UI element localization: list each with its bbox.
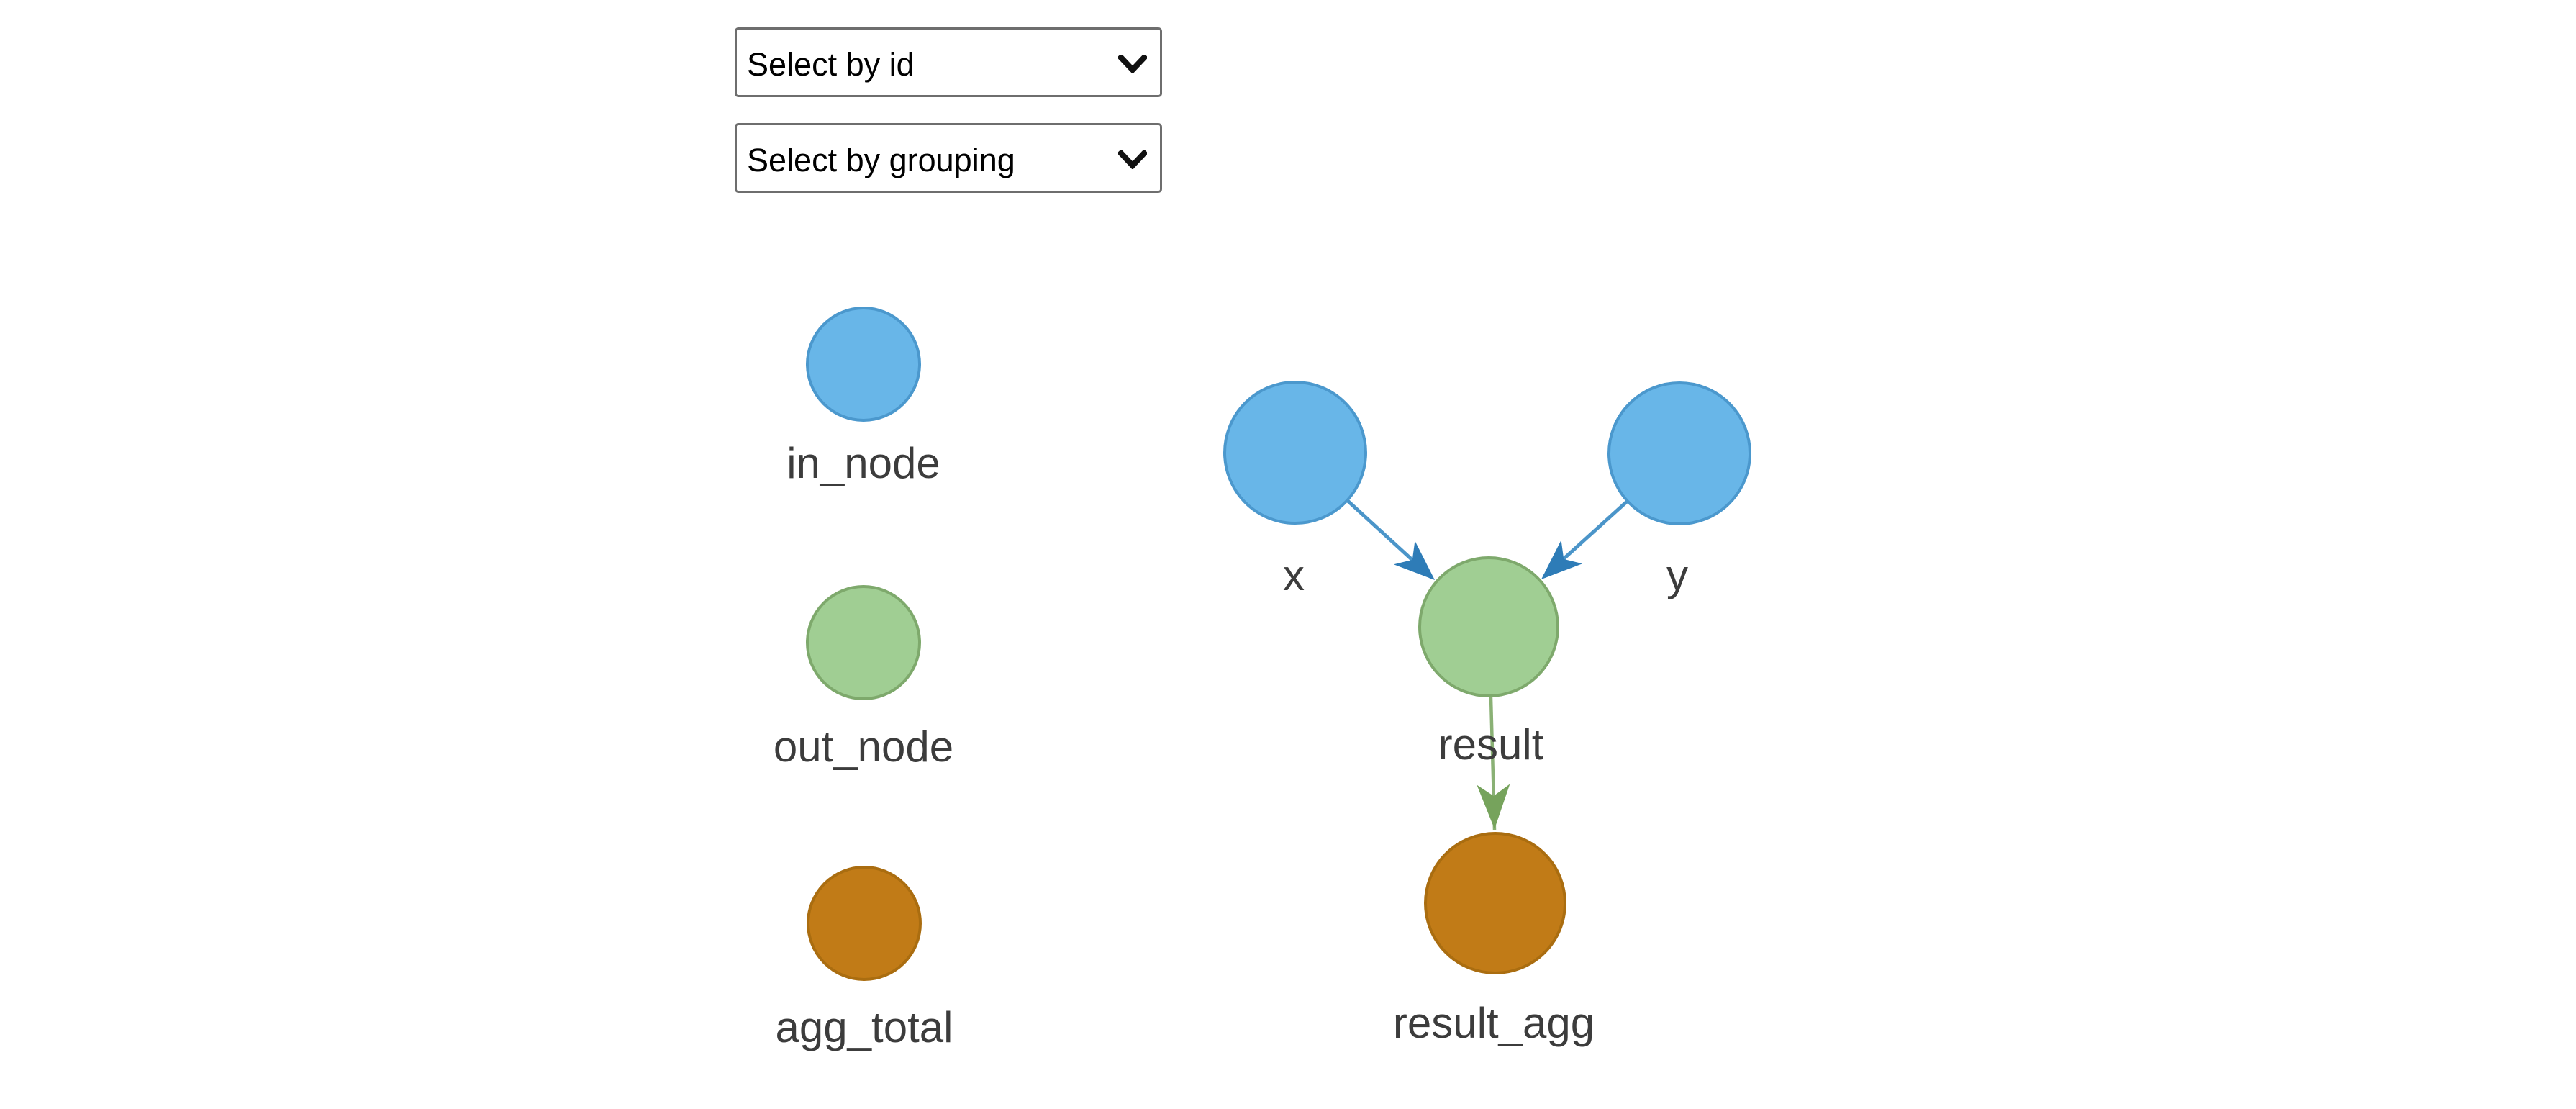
in-node-swatch bbox=[806, 307, 921, 422]
node-result-agg-label: result_agg bbox=[1393, 999, 1595, 1047]
node-x[interactable] bbox=[1223, 381, 1367, 525]
node-result-label: result bbox=[1438, 720, 1544, 769]
legend-item-agg-total: agg_total bbox=[776, 866, 953, 1051]
legend-item-out-node: out_node bbox=[774, 585, 953, 771]
node-result[interactable] bbox=[1418, 556, 1559, 697]
node-y-label: y bbox=[1666, 551, 1688, 599]
arrowhead-icon bbox=[1477, 784, 1510, 829]
select-by-grouping-wrap: Select by grouping bbox=[735, 123, 1162, 193]
legend-item-in-node: in_node bbox=[786, 307, 940, 487]
out-node-label: out_node bbox=[774, 723, 953, 771]
select-by-grouping[interactable]: Select by grouping bbox=[735, 123, 1162, 193]
node-y[interactable] bbox=[1607, 381, 1751, 525]
arrowhead-icon bbox=[1541, 540, 1583, 579]
agg-total-label: agg_total bbox=[776, 1003, 953, 1051]
select-by-id-wrap: Select by id bbox=[735, 27, 1162, 97]
edge-result-result-agg[interactable] bbox=[1477, 697, 1511, 830]
out-node-swatch bbox=[806, 585, 921, 700]
node-result-agg[interactable] bbox=[1424, 832, 1566, 974]
select-by-id[interactable]: Select by id bbox=[735, 27, 1162, 97]
edge-y-result[interactable] bbox=[1530, 499, 1629, 591]
arrowhead-icon bbox=[1393, 540, 1435, 580]
in-node-label: in_node bbox=[786, 439, 940, 487]
legend: in_node out_node agg_total bbox=[774, 307, 953, 1051]
node-x-label: x bbox=[1283, 551, 1305, 599]
agg-total-swatch bbox=[807, 866, 922, 981]
edge-x-result[interactable] bbox=[1346, 499, 1446, 592]
